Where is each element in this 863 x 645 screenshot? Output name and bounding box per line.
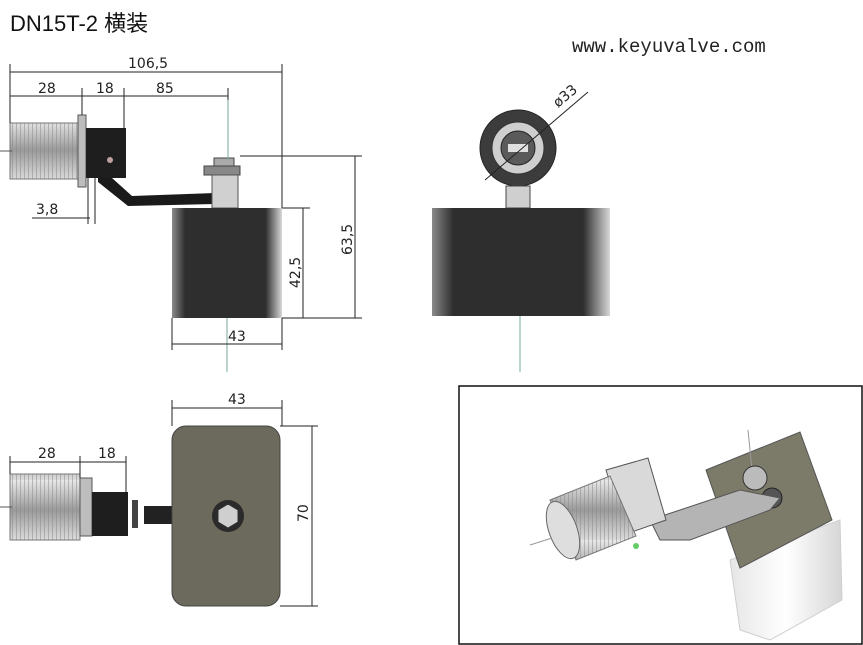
dim-float-width: 43 bbox=[228, 329, 246, 345]
thread-body bbox=[9, 122, 79, 180]
dim-arm-length: 85 bbox=[156, 81, 174, 97]
top-view bbox=[0, 425, 281, 607]
dim-diameter: ø33 bbox=[550, 82, 581, 111]
dim-float-length: 70 bbox=[296, 504, 312, 522]
dim-total-length: 106,5 bbox=[128, 56, 168, 72]
hex-flange bbox=[77, 114, 87, 188]
nut bbox=[203, 165, 241, 176]
nut-iso bbox=[742, 465, 768, 491]
dim-flange-length: 18 bbox=[96, 81, 114, 97]
dim-float-height: 42,5 bbox=[288, 257, 304, 288]
dim-thread-length-top: 28 bbox=[38, 446, 56, 462]
top-dimension-lines bbox=[9, 400, 318, 607]
dim-overall-height: 63,5 bbox=[340, 224, 356, 255]
dim-thread-length: 28 bbox=[38, 81, 56, 97]
float-front bbox=[432, 208, 610, 316]
mount-block bbox=[86, 128, 126, 178]
side-view bbox=[0, 100, 282, 372]
page-title: DN15T-2 横装 bbox=[10, 11, 149, 36]
lever-arm bbox=[98, 178, 215, 206]
dim-offset: 3,8 bbox=[36, 202, 58, 218]
dim-flange-length-top: 18 bbox=[98, 446, 116, 462]
website-url: www.keyuvalve.com bbox=[572, 36, 766, 58]
mount-block-top bbox=[92, 492, 128, 536]
side-dimension-lines bbox=[9, 64, 362, 350]
pivot-pin bbox=[107, 157, 113, 163]
stem-nut bbox=[505, 185, 531, 209]
dim-float-width-top: 43 bbox=[228, 392, 246, 408]
isometric-view bbox=[458, 385, 863, 645]
hex-nut bbox=[217, 503, 239, 529]
float-body bbox=[172, 208, 282, 318]
lever-iso bbox=[649, 489, 781, 541]
front-view bbox=[432, 91, 610, 372]
thread-body-top bbox=[9, 473, 81, 541]
